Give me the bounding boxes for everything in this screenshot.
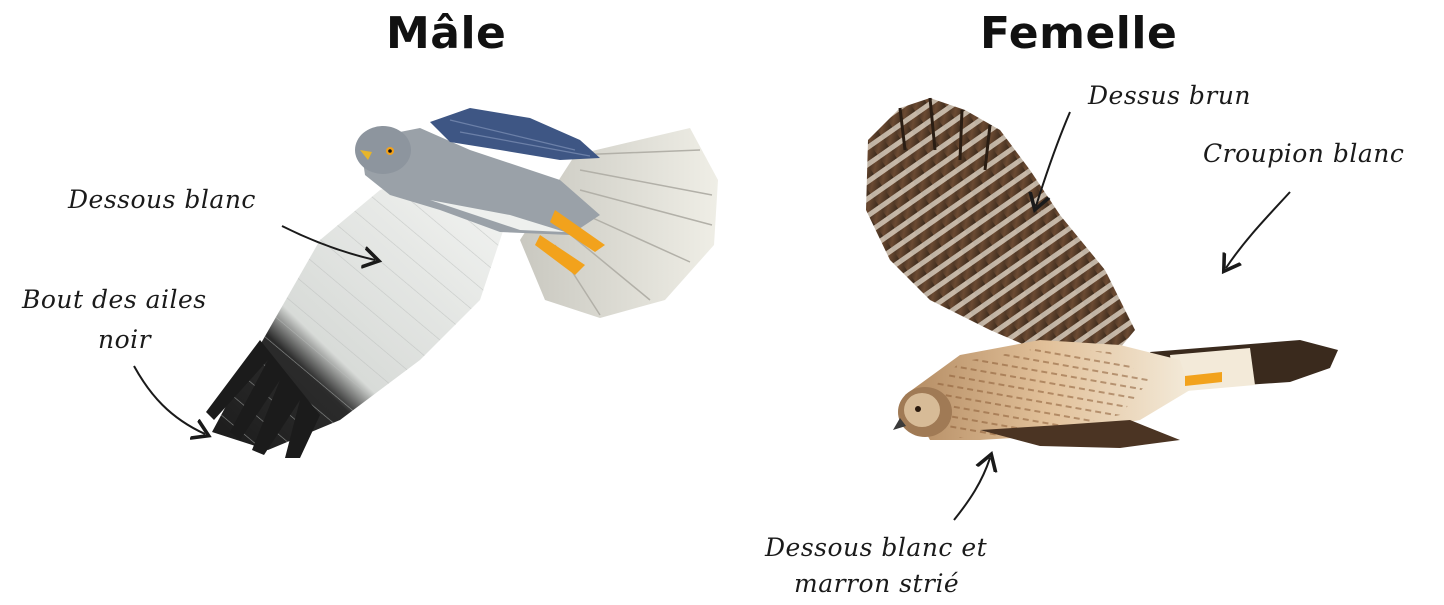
note-female-rump: Croupion blanc bbox=[1203, 136, 1404, 172]
note-female-underside-line2: marron strié bbox=[794, 566, 959, 602]
arrow-female-rump bbox=[1226, 192, 1290, 268]
note-female-underside-line1: Dessous blanc et bbox=[765, 530, 987, 566]
male-head bbox=[355, 126, 411, 174]
male-harrier-figure bbox=[206, 108, 718, 458]
female-wing bbox=[866, 98, 1135, 360]
arrow-male-wingtips bbox=[134, 366, 205, 434]
note-male-wingtips-line1: Bout des ailes bbox=[22, 282, 207, 318]
arrow-female-upperside bbox=[1036, 112, 1070, 206]
note-male-underside: Dessous blanc bbox=[68, 182, 256, 218]
note-female-upperside: Dessus brun bbox=[1088, 78, 1251, 114]
note-male-wingtips-line2: noir bbox=[98, 322, 151, 358]
arrow-female-underside bbox=[954, 458, 990, 520]
